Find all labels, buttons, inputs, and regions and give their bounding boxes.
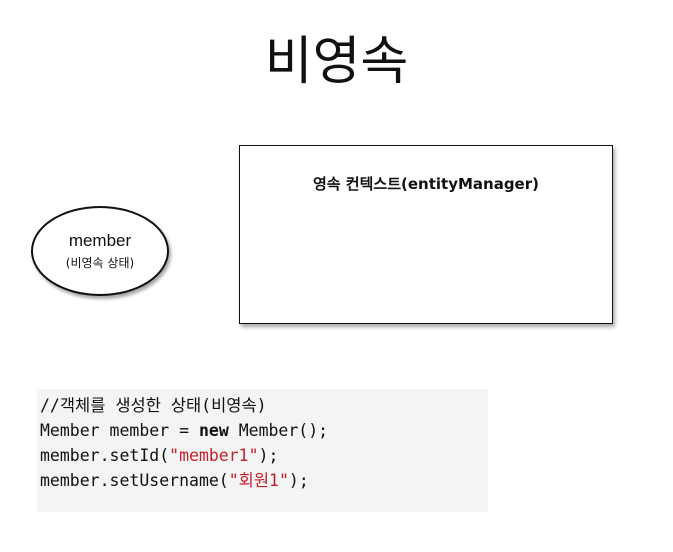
slide-title: 비영속	[264, 32, 409, 92]
code-line-new-member: Member member = new Member();	[40, 418, 488, 443]
code-text: );	[258, 446, 279, 465]
code-line-comment: //객체를 생성한 상태(비영속)	[40, 393, 488, 418]
code-comment: //객체를 생성한 상태(비영속)	[40, 396, 267, 415]
code-line-set-id: member.setId("member1");	[40, 443, 488, 468]
code-text: );	[288, 471, 309, 490]
entity-state-label: (비영속 상태)	[65, 256, 135, 270]
code-text: Member member =	[40, 421, 199, 440]
code-text: Member();	[228, 421, 329, 440]
code-line-set-username: member.setUsername("회원1");	[40, 468, 488, 493]
persistence-context-label: 영속 컨텍스트(entityManager)	[312, 175, 539, 193]
code-text: member.setUsername(	[40, 471, 229, 490]
member-entity-ellipse: member (비영속 상태)	[31, 206, 169, 296]
entity-name: member	[68, 231, 132, 250]
code-keyword: new	[198, 421, 229, 440]
persistence-context-box: 영속 컨텍스트(entityManager)	[239, 145, 613, 324]
code-string: "member1"	[169, 446, 259, 465]
code-text: member.setId(	[40, 446, 170, 465]
code-block: //객체를 생성한 상태(비영속) Member member = new Me…	[37, 389, 488, 512]
code-string: "회원1"	[228, 471, 289, 490]
